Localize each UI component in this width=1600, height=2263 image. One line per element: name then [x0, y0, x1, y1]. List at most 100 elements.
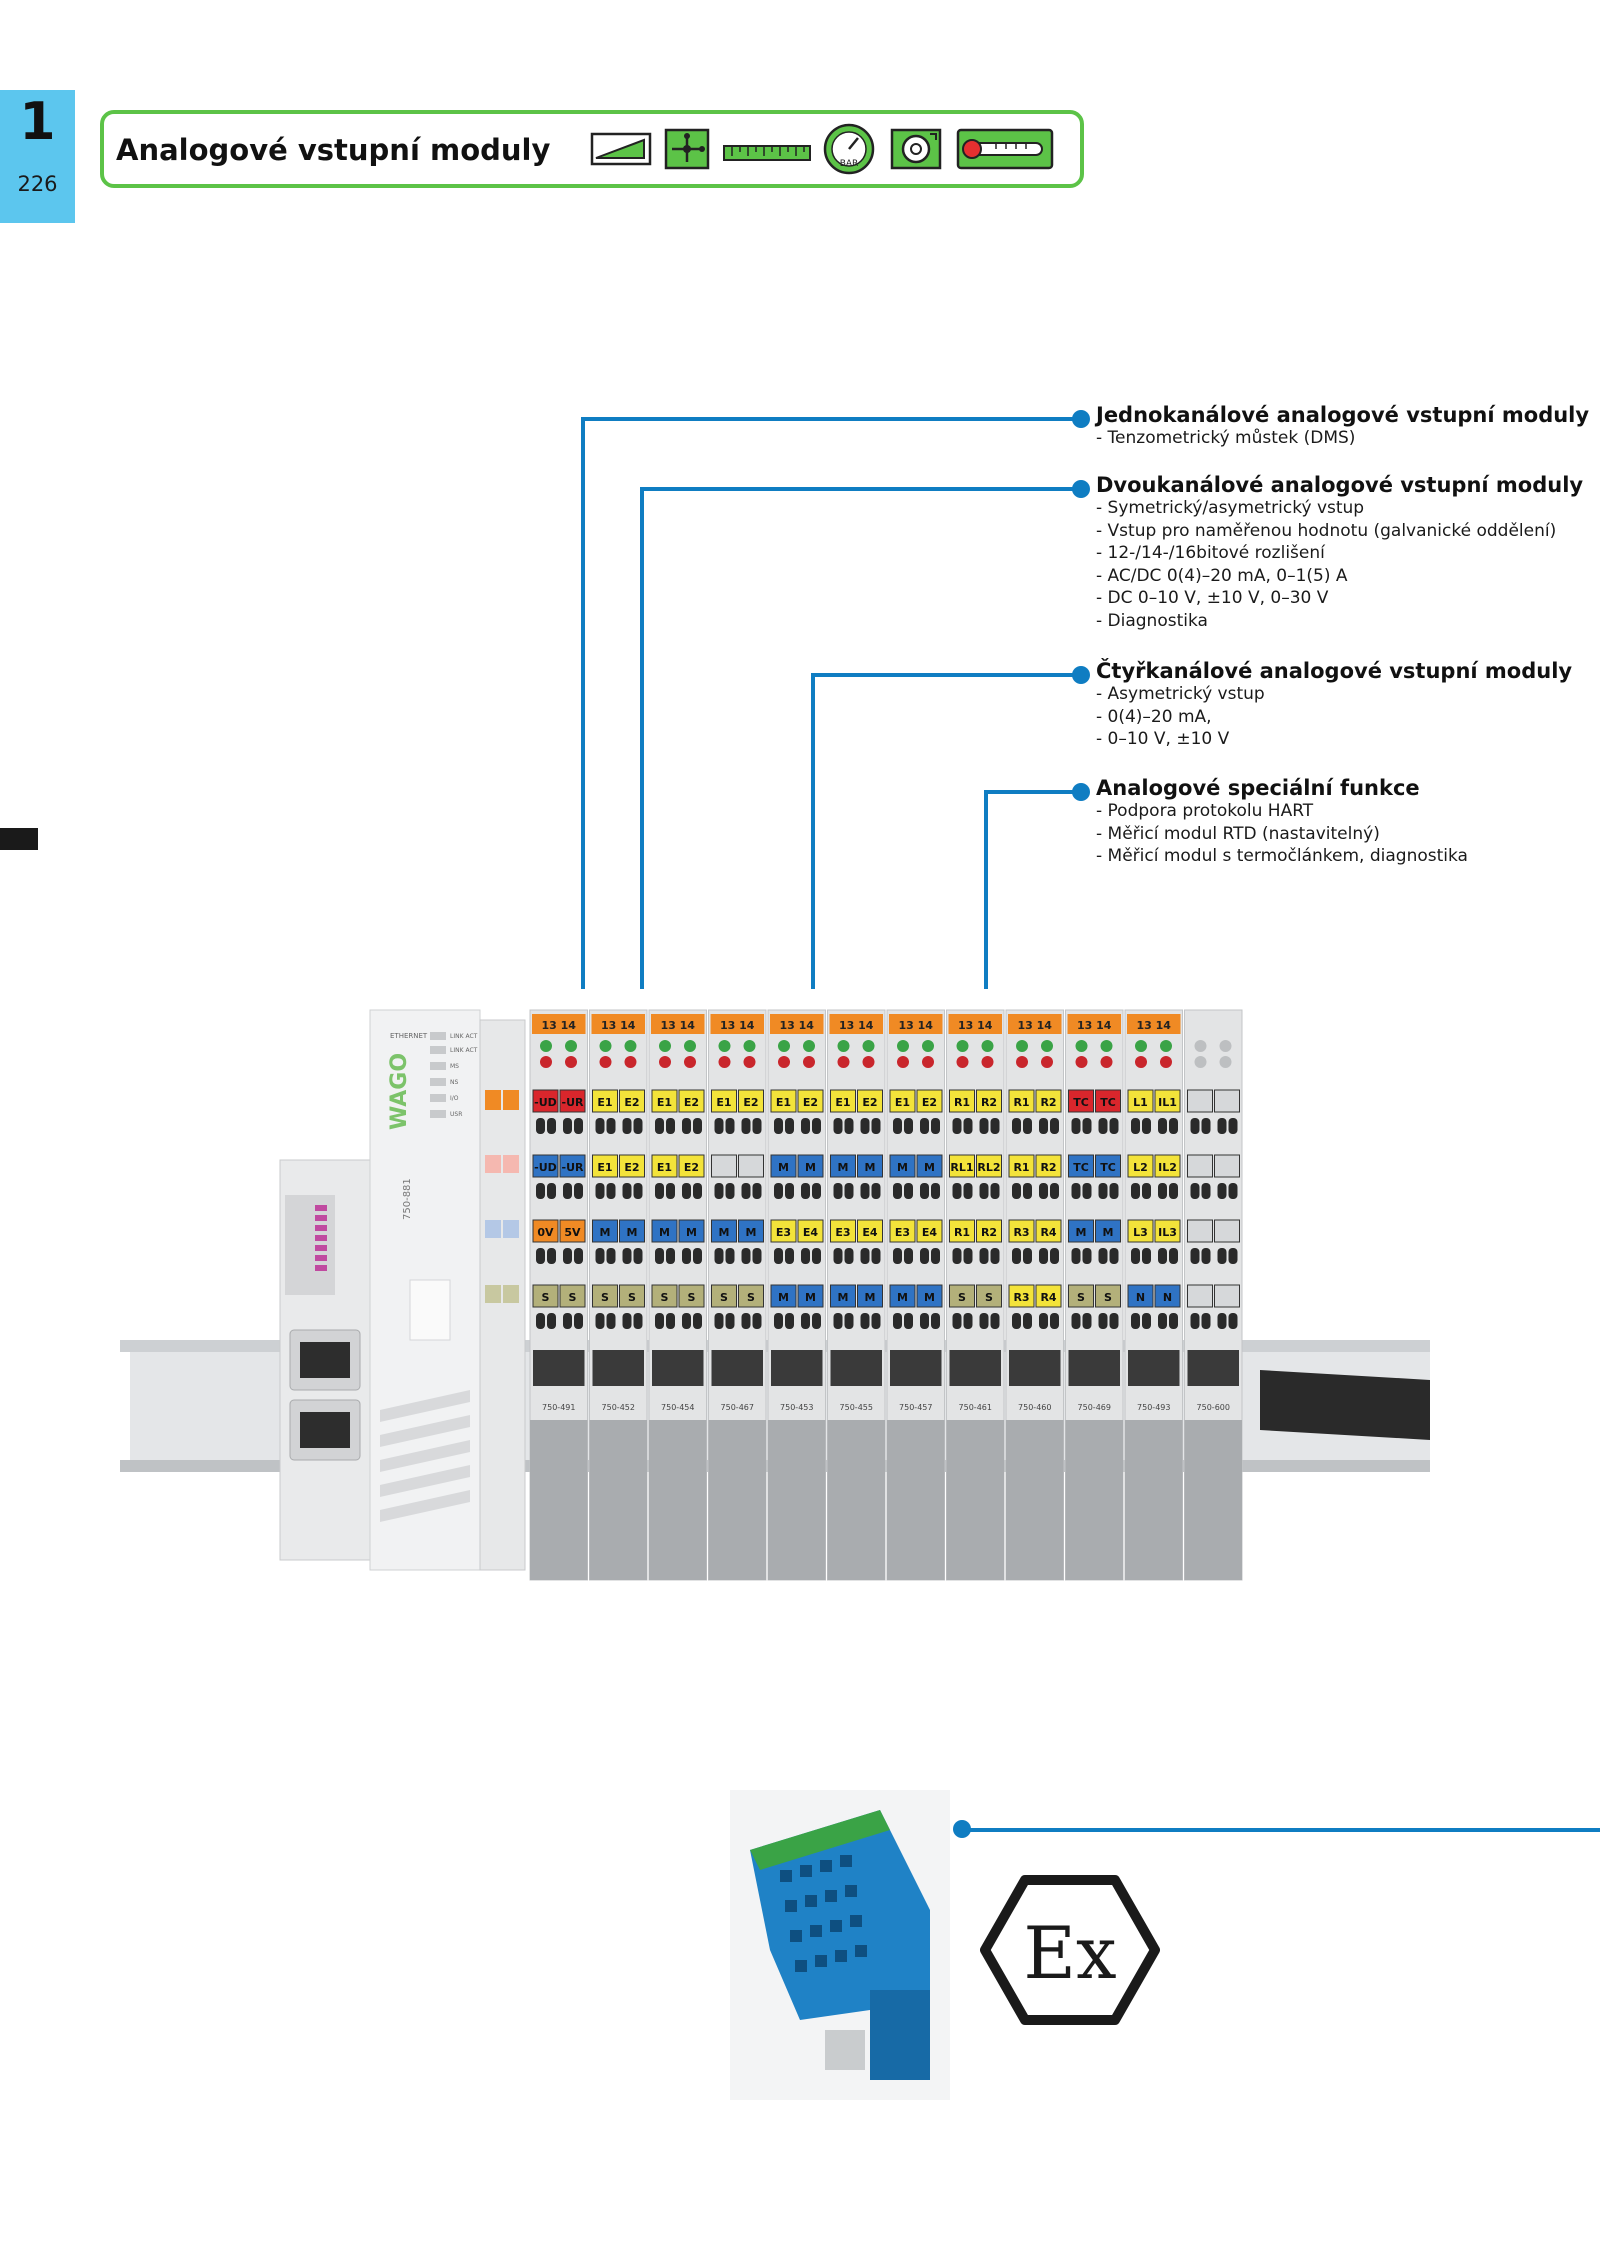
terminal-marker-label: R1	[1013, 1096, 1029, 1109]
spring-clamp	[1142, 1313, 1151, 1329]
terminal-marker-label: R2	[981, 1096, 997, 1109]
spring-clamp	[1217, 1183, 1227, 1199]
status-led	[718, 1056, 731, 1068]
terminal-marker-label: TC	[1100, 1096, 1116, 1109]
status-led	[540, 1056, 552, 1068]
spring-clamp	[1190, 1118, 1200, 1134]
spring-clamp	[812, 1118, 821, 1134]
spring-clamp	[547, 1313, 556, 1329]
status-led	[862, 1040, 875, 1052]
terminal-marker-label: RL1	[950, 1161, 973, 1174]
callout-item: - Tenzometrický můstek (DMS)	[1096, 428, 1356, 448]
spring-clamp	[979, 1313, 989, 1329]
io-module-base	[708, 1420, 766, 1580]
terminal-marker-label: L1	[1133, 1096, 1148, 1109]
spring-clamp	[1131, 1313, 1140, 1329]
terminal-marker-label: M	[838, 1291, 849, 1304]
status-led	[1041, 1040, 1053, 1052]
spring-clamp	[1071, 1118, 1081, 1134]
terminal-marker-label: S	[1077, 1291, 1085, 1304]
spring-clamp	[1012, 1313, 1021, 1329]
callout-bullet	[1072, 410, 1090, 428]
terminal-label-strip	[1008, 1014, 1062, 1034]
terminal-marker	[976, 1154, 1002, 1178]
status-led	[659, 1056, 671, 1068]
spring-clamp	[666, 1118, 675, 1134]
status-led	[1075, 1040, 1088, 1052]
terminal-marker	[1008, 1284, 1035, 1308]
ex-module-led-strip	[750, 1810, 890, 1870]
terminal-marker-label: -UR	[562, 1096, 584, 1109]
terminal-marker-label: TC	[1073, 1096, 1089, 1109]
terminal-marker	[770, 1219, 797, 1243]
spring-clamp	[952, 1248, 962, 1264]
spring-clamp	[1228, 1313, 1238, 1329]
spring-clamp	[963, 1118, 973, 1134]
spring-clamp	[563, 1313, 572, 1329]
spring-clamp	[844, 1183, 854, 1199]
spring-clamp	[741, 1313, 751, 1329]
terminal-marker	[889, 1089, 916, 1113]
spring-clamp	[547, 1183, 556, 1199]
terminal-marker-label: S	[985, 1291, 993, 1304]
spring-clamp	[752, 1248, 762, 1264]
status-led	[956, 1040, 969, 1052]
terminal-marker	[1127, 1154, 1154, 1178]
coupler-label: LINK ACT 2	[450, 1047, 483, 1054]
io-module-base	[530, 1420, 588, 1580]
spring-clamp	[1228, 1183, 1238, 1199]
status-led	[1194, 1056, 1207, 1068]
terminal-marker-label: R3	[1013, 1291, 1029, 1304]
terminal-label-strip	[829, 1014, 883, 1034]
spring-clamp	[844, 1248, 854, 1264]
terminal-marker	[1035, 1089, 1062, 1113]
terminal-marker-label: E4	[862, 1226, 878, 1239]
spring-clamp	[682, 1313, 691, 1329]
terminal-marker-label: M	[897, 1291, 908, 1304]
terminal-marker	[592, 1219, 618, 1243]
terminal-marker-label: R1	[954, 1226, 970, 1239]
terminal-marker-label: E3	[835, 1226, 850, 1239]
terminal-marker-label: S	[720, 1291, 728, 1304]
spring-clamp	[871, 1248, 881, 1264]
spring-clamp	[774, 1118, 783, 1134]
terminal-label-strip	[532, 1014, 586, 1034]
terminal-marker	[1214, 1219, 1240, 1243]
io-module-base	[768, 1420, 826, 1580]
spring-clamp	[904, 1183, 913, 1199]
terminal-marker-label: R4	[1040, 1226, 1056, 1239]
coupler-vents	[380, 1390, 470, 1522]
terminal-marker	[592, 1154, 618, 1178]
clamp-row	[949, 1350, 1001, 1386]
callout-connector	[640, 487, 644, 989]
terminal-marker	[1187, 1089, 1213, 1113]
spring-clamp	[801, 1118, 810, 1134]
chapter-number: 1	[19, 92, 56, 152]
spring-clamp	[574, 1183, 583, 1199]
clamp-row	[830, 1350, 882, 1386]
terminal-marker	[1035, 1219, 1062, 1243]
spring-clamp	[606, 1248, 616, 1264]
coupler-label: I/O	[450, 1095, 459, 1102]
terminal-marker	[738, 1089, 764, 1113]
terminal-marker	[857, 1284, 883, 1308]
terminal-marker	[619, 1154, 645, 1178]
terminal-label-strip	[591, 1014, 645, 1034]
spring-clamp	[714, 1313, 724, 1329]
terminal-marker-label: E1	[657, 1161, 672, 1174]
terminal-marker	[830, 1284, 856, 1308]
spring-clamp	[871, 1313, 881, 1329]
terminal-marker-label: M	[778, 1161, 789, 1174]
ex-callout-connector	[966, 1828, 1600, 1832]
supply-terminal-plus	[503, 1155, 519, 1173]
coupler-label: MS	[450, 1063, 459, 1070]
terminal-marker	[916, 1284, 943, 1308]
terminal-marker	[592, 1089, 618, 1113]
terminal-marker-label: M	[1076, 1226, 1087, 1239]
terminal-marker	[1068, 1219, 1094, 1243]
spring-clamp	[833, 1313, 843, 1329]
spring-clamp	[1169, 1313, 1178, 1329]
terminal-marker-label: M	[897, 1161, 908, 1174]
spring-clamp	[1158, 1313, 1167, 1329]
